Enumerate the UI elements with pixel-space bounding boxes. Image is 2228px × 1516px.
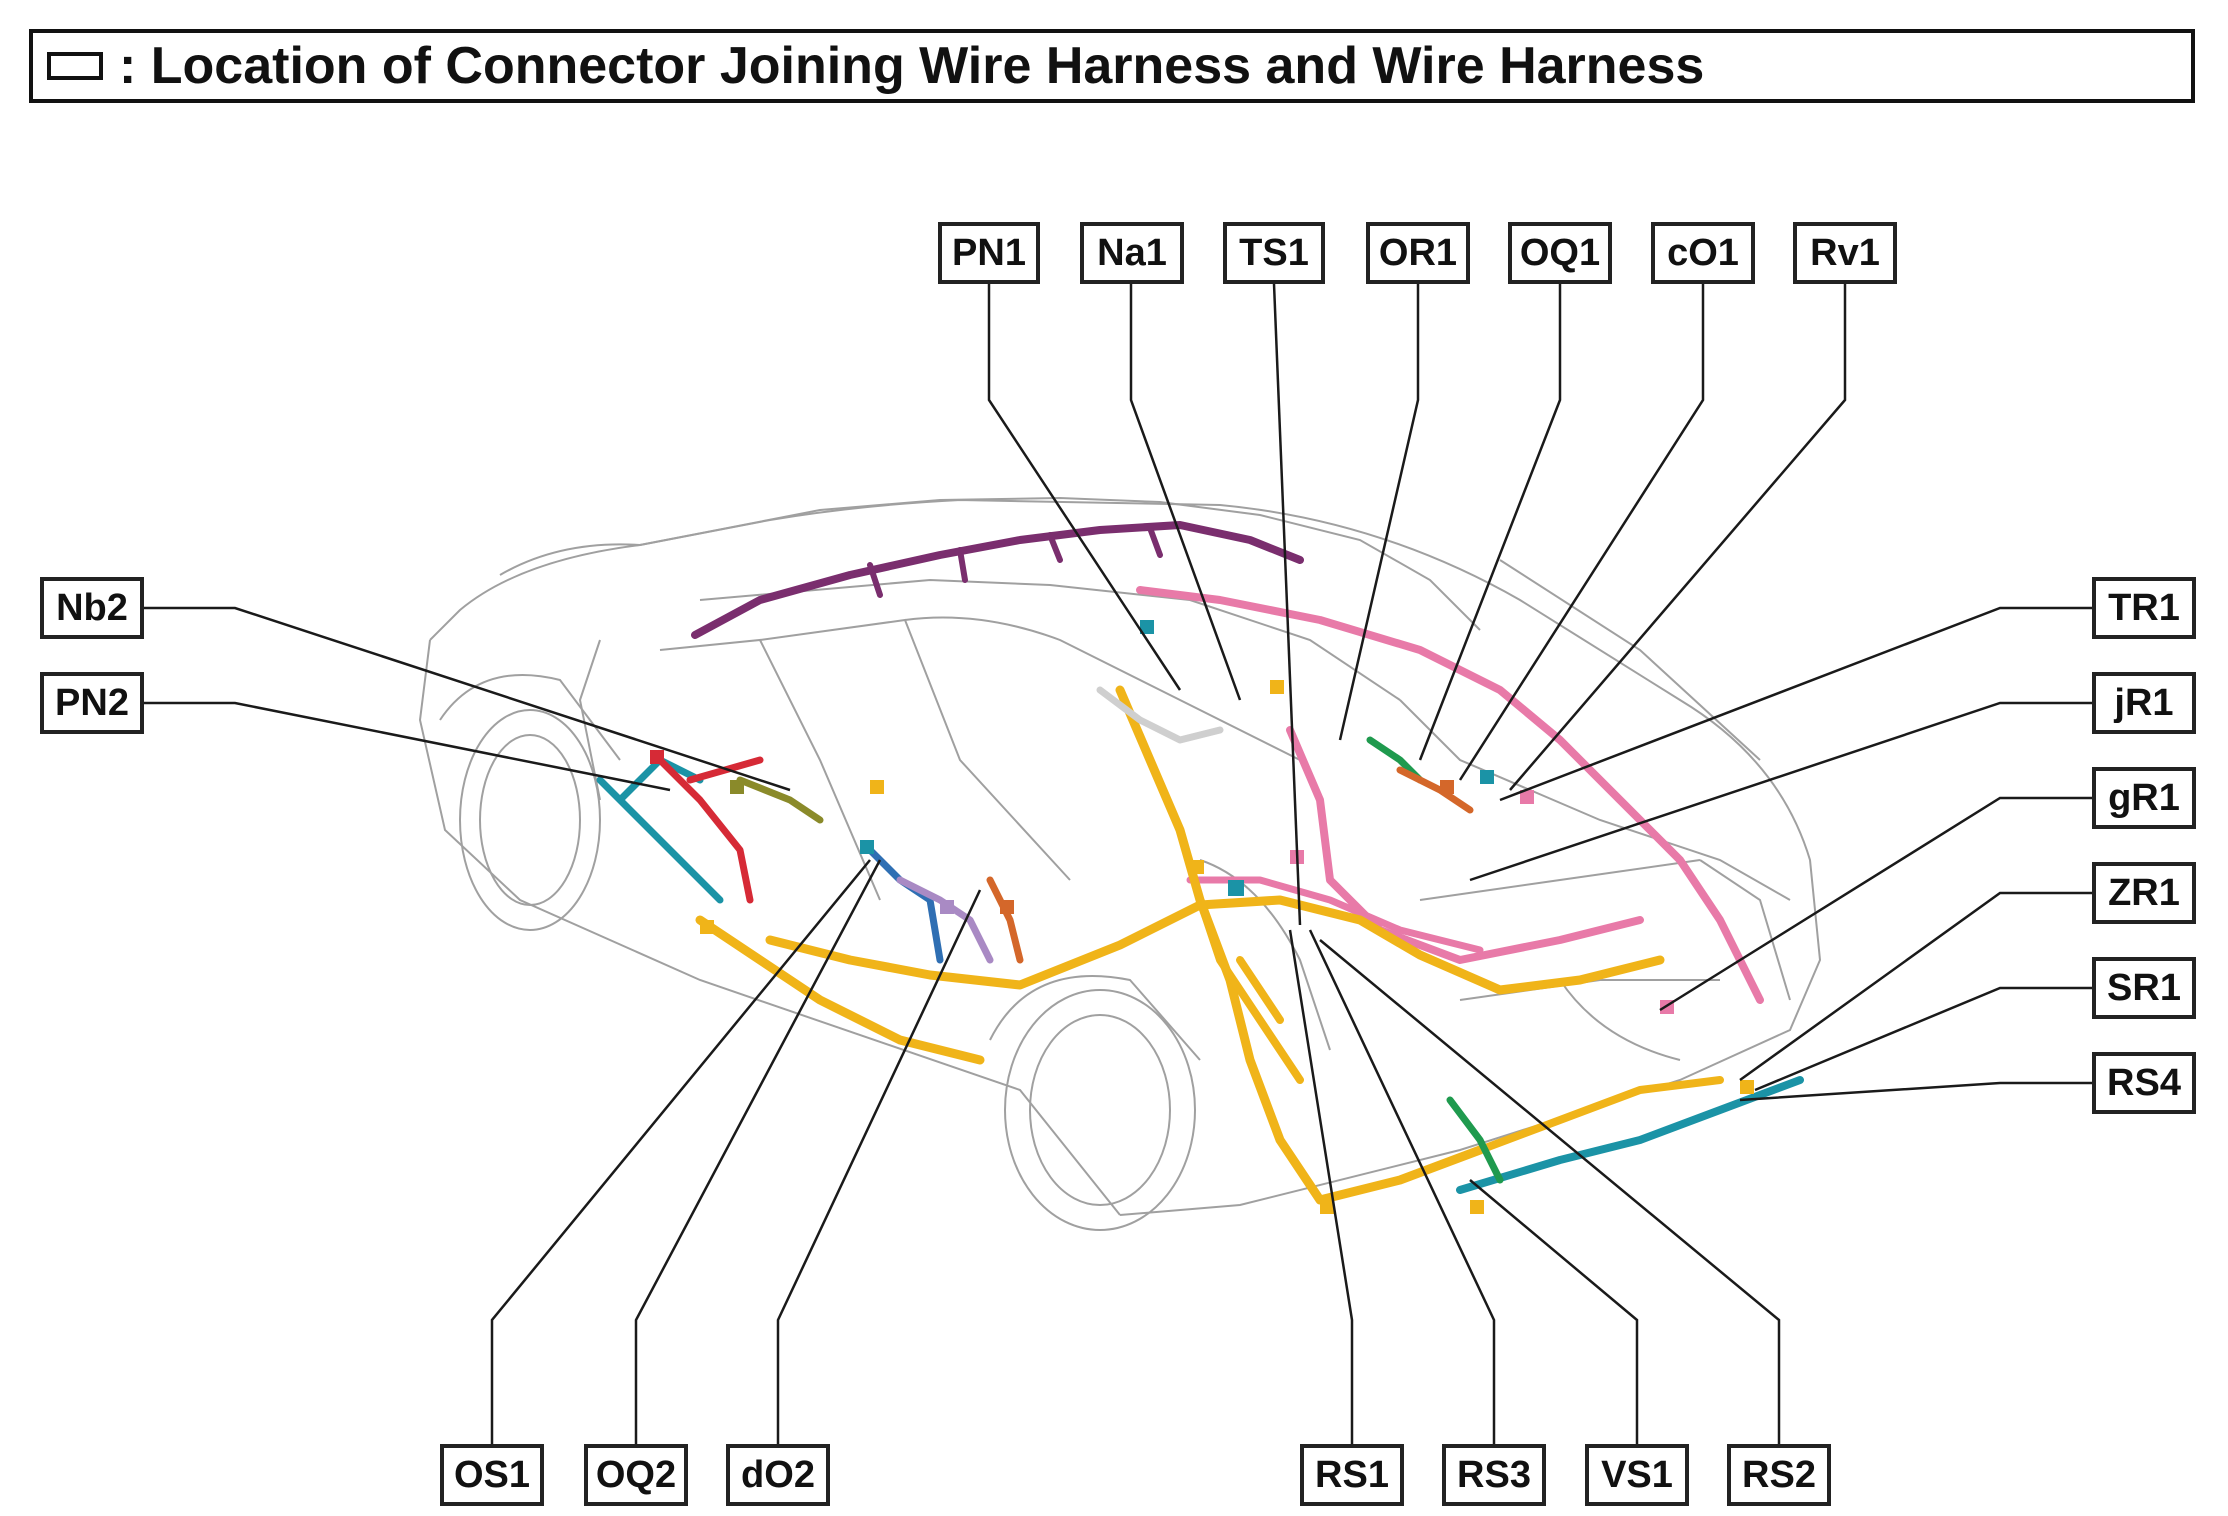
- harness-blue-door: [866, 846, 944, 964]
- wire-harness-group: [596, 521, 1804, 1205]
- harness-roof: [691, 521, 1304, 639]
- leader-line-SR1: [1754, 986, 2092, 1092]
- connector-label-jR1: jR1: [2092, 672, 2196, 734]
- connector-label-SR1: SR1: [2092, 957, 2196, 1019]
- leader-line-cO1: [1458, 284, 1705, 781]
- connector-label-PN2: PN2: [40, 672, 144, 734]
- harness-yellow-main: [765, 895, 1665, 995]
- harness-orange-rear: [1396, 766, 1474, 814]
- leader-line-OS1: [490, 859, 871, 1444]
- leader-line-TR1: [1499, 606, 2092, 802]
- leader-line-RS4: [1739, 1081, 2092, 1102]
- leader-line-RS3: [1308, 929, 1496, 1444]
- harness-pink-body: [1136, 586, 1764, 1004]
- leader-line-OR1: [1338, 284, 1420, 741]
- harness-teal-front: [596, 756, 724, 904]
- leader-line-RS1: [1288, 929, 1354, 1444]
- connector-label-VS1: VS1: [1585, 1444, 1689, 1506]
- leader-line-ZR1: [1739, 891, 2092, 1082]
- harness-white-cabin: [1096, 686, 1224, 744]
- harness-olive-engine: [736, 776, 824, 824]
- harness-yellow-rear: [1396, 1076, 1724, 1184]
- connector-label-TR1: TR1: [2092, 577, 2196, 639]
- connector-label-dO2: dO2: [726, 1444, 830, 1506]
- leader-line-OQ1: [1418, 284, 1562, 761]
- connector-label-TS1: TS1: [1223, 222, 1325, 284]
- connector-label-RS3: RS3: [1442, 1444, 1546, 1506]
- harness-yellow-dash: [1115, 685, 1485, 1205]
- harness-roof-branch: [867, 525, 1163, 598]
- connector-label-ZR1: ZR1: [2092, 862, 2196, 924]
- connector-label-Nb2: Nb2: [40, 577, 144, 639]
- leader-line-dO2: [776, 889, 982, 1444]
- connector-label-RS1: RS1: [1300, 1444, 1404, 1506]
- connector-label-PN1: PN1: [938, 222, 1040, 284]
- leader-line-VS1: [1469, 1179, 1639, 1444]
- connector-label-RS4: RS4: [2092, 1052, 2196, 1114]
- connector-label-Rv1: Rv1: [1793, 222, 1897, 284]
- connector-label-Na1: Na1: [1080, 222, 1184, 284]
- car-body-outline: [418, 496, 1822, 1216]
- leader-lines: [144, 283, 2092, 1444]
- connector-label-OS1: OS1: [440, 1444, 544, 1506]
- leader-line-Nb2: [144, 606, 791, 792]
- leader-line-RS2: [1319, 939, 1781, 1444]
- connector-label-RS2: RS2: [1727, 1444, 1831, 1506]
- connector-label-gR1: gR1: [2092, 767, 2196, 829]
- connector-label-cO1: cO1: [1651, 222, 1755, 284]
- connector-label-OR1: OR1: [1366, 222, 1470, 284]
- harness-lavender-door: [896, 876, 994, 964]
- leader-line-OQ2: [634, 859, 882, 1444]
- leader-line-Na1: [1129, 284, 1242, 701]
- page-title: : Location of Connector Joining Wire Har…: [119, 37, 1705, 95]
- connector-box-icon: [47, 52, 103, 80]
- connector-label-OQ1: OQ1: [1508, 222, 1612, 284]
- title-bar: : Location of Connector Joining Wire Har…: [29, 29, 2195, 103]
- leader-line-Rv1: [1509, 284, 1847, 791]
- leader-line-PN2: [144, 701, 671, 792]
- harness-yellow-console: [1196, 896, 1304, 1084]
- leader-line-jR1: [1469, 701, 2092, 882]
- leader-line-PN1: [987, 284, 1182, 691]
- leader-line-TS1: [1272, 283, 1302, 926]
- rear-wheel: [989, 975, 1201, 1231]
- leader-line-gR1: [1659, 796, 2092, 1012]
- harness-yellow-front: [695, 915, 985, 1065]
- connector-label-OQ2: OQ2: [584, 1444, 688, 1506]
- harness-orange-door: [986, 876, 1024, 964]
- front-wheel: [439, 674, 621, 931]
